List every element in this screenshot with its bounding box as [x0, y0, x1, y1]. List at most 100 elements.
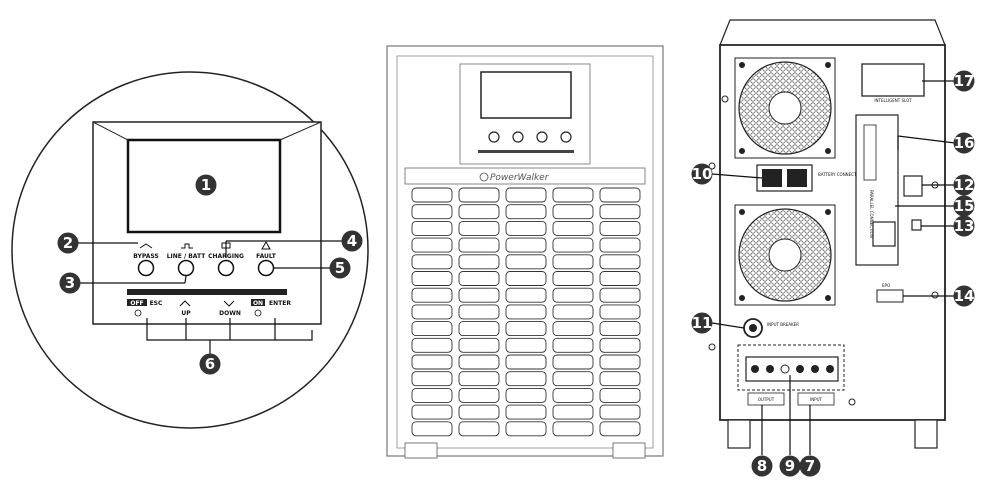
input-label: INPUT — [810, 397, 823, 402]
fault-icon — [261, 240, 271, 250]
fan-bottom — [734, 204, 836, 306]
grille-slot — [599, 254, 641, 270]
grille-slot — [599, 387, 641, 403]
usb-port — [911, 219, 922, 231]
callout-number: 8 — [757, 457, 767, 475]
grille-slot — [599, 404, 641, 420]
callout-number: 14 — [954, 287, 975, 305]
callout-12: 12 — [953, 174, 975, 196]
grille-slot — [552, 354, 594, 370]
grille-slot — [458, 254, 500, 270]
callout-13: 13 — [953, 215, 975, 237]
intelligent-slot — [861, 63, 925, 97]
grille-slot — [411, 321, 453, 337]
front-panel-zoom: BYPASS LINE / BATT CHARGING FAULT OFF ES… — [11, 71, 369, 429]
ups-rear-view: INTELLIGENT SLOT BATTERY CONNECTOR PARAL… — [708, 19, 956, 455]
grille-slot — [458, 271, 500, 286]
grille-slot — [505, 204, 547, 220]
callout-number: 17 — [954, 72, 975, 90]
callout-number: 9 — [785, 457, 795, 475]
down-arrow-icon — [223, 300, 235, 307]
grille-slot — [411, 237, 453, 253]
bypass-led — [137, 259, 155, 277]
callout-6: 6 — [199, 353, 221, 375]
callout-14: 14 — [953, 285, 975, 307]
front-foot-right — [612, 442, 646, 459]
callout-number: 10 — [692, 165, 713, 183]
ups-front-view: PowerWalker — [386, 45, 664, 459]
front-lcd — [480, 71, 572, 119]
grille-slot — [411, 421, 453, 437]
line-batt-label: LINE / BATT — [167, 253, 207, 260]
input-breaker-label: INPUT BREAKER — [767, 322, 799, 327]
charging-led — [217, 259, 235, 277]
callout-number: 1 — [201, 176, 211, 194]
epo-label: EPO — [882, 283, 890, 288]
grille-slot — [458, 187, 500, 203]
grille-slot — [458, 287, 500, 303]
grille-slot — [505, 371, 547, 387]
grille-slot — [458, 354, 500, 370]
grille-slot — [411, 304, 453, 320]
grille-slot — [411, 254, 453, 270]
callout-8: 8 — [751, 455, 773, 477]
grille-slot — [599, 220, 641, 236]
epo-port — [876, 289, 904, 303]
grille-slot — [411, 404, 453, 420]
grille-slot — [505, 271, 547, 286]
callout-1: 1 — [195, 174, 217, 196]
grille-slot — [552, 254, 594, 270]
grille-slot — [411, 287, 453, 303]
grille-slot — [552, 187, 594, 203]
power-on-icon — [254, 309, 262, 317]
grille-slot — [458, 237, 500, 253]
grille-slot — [599, 204, 641, 220]
bypass-label: BYPASS — [133, 253, 158, 260]
grille-slot — [411, 387, 453, 403]
brand-logo-icon — [479, 172, 489, 182]
power-icon — [134, 309, 142, 317]
callout-17: 17 — [953, 70, 975, 92]
grille-slot — [552, 371, 594, 387]
grille-slot — [599, 321, 641, 337]
callout-number: 12 — [954, 176, 975, 194]
grille-slot — [458, 387, 500, 403]
grille-slot — [552, 337, 594, 353]
callout-3: 3 — [59, 272, 81, 294]
rs232-port — [903, 175, 923, 197]
grille-slot — [411, 271, 453, 286]
intelligent-slot-label: INTELLIGENT SLOT — [874, 98, 912, 103]
callout-7: 7 — [799, 455, 821, 477]
grille-slot — [505, 404, 547, 420]
grille-slot — [552, 237, 594, 253]
grille-slot — [505, 321, 547, 337]
rear-screws — [708, 95, 939, 406]
grille-slot — [505, 187, 547, 203]
grille-slot — [411, 204, 453, 220]
esc-label: ESC — [150, 300, 163, 307]
front-btn-4 — [560, 131, 572, 143]
battery-connector-label: BATTERY CONNECTOR — [818, 172, 863, 177]
callout-number: 3 — [65, 274, 75, 292]
front-btn-3 — [536, 131, 548, 143]
grille-slot — [505, 421, 547, 437]
grille-slot — [552, 387, 594, 403]
grille-slot — [552, 304, 594, 320]
grille-slot — [599, 354, 641, 370]
grille-slot — [505, 254, 547, 270]
grille-slot — [458, 321, 500, 337]
grille-slot — [505, 220, 547, 236]
fault-label: FAULT — [256, 253, 277, 260]
leader-lines-front — [78, 240, 345, 354]
callout-11: 11 — [691, 312, 713, 334]
grille-slot — [411, 371, 453, 387]
on-badge — [251, 299, 265, 306]
grille-slot — [458, 204, 500, 220]
grille-slot — [552, 287, 594, 303]
rear-foot-left — [727, 419, 751, 449]
bypass-icon — [139, 243, 153, 249]
front-foot-left — [404, 442, 438, 459]
grille-slot — [458, 421, 500, 437]
callout-number: 6 — [205, 355, 215, 373]
